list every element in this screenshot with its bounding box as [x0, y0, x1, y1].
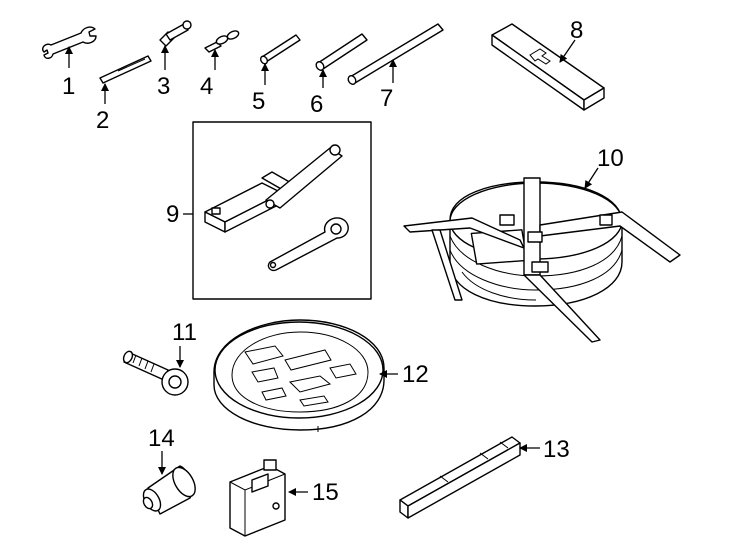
leader-3 — [559, 39, 576, 63]
holder-part-14 — [229, 459, 286, 537]
tool-pouch-part-4 — [399, 436, 521, 519]
callout-7: 1 — [62, 73, 75, 100]
callout-9: 3 — [157, 73, 170, 100]
callout-13: 7 — [380, 85, 393, 112]
callout-10: 4 — [200, 73, 213, 100]
callout-5: 11 — [172, 319, 197, 346]
jack-part-1 — [204, 144, 349, 272]
callout-12: 6 — [310, 91, 323, 118]
wrench-part-7 — [42, 26, 97, 59]
callout-2: 12 — [402, 361, 429, 388]
eye-bolt-part-5 — [122, 350, 189, 396]
jack-kit-box — [192, 121, 372, 300]
rod-part-13 — [347, 23, 444, 85]
callout-8: 2 — [96, 107, 109, 134]
adapter-part-9 — [159, 20, 192, 47]
callout-6: 10 — [597, 145, 624, 172]
callout-15: 14 — [148, 425, 175, 452]
tool-bag-part-3 — [491, 23, 605, 111]
callout-1: 9 — [166, 201, 179, 228]
callout-3: 8 — [570, 17, 583, 44]
callout-14: 15 — [312, 479, 339, 506]
rod-part-12 — [315, 33, 368, 71]
rod-part-11 — [259, 34, 301, 65]
tool-tray-part-2 — [213, 319, 385, 432]
screwdriver-part-8 — [99, 55, 152, 84]
clip-part-10 — [204, 30, 240, 53]
adapter-part-15 — [142, 465, 196, 515]
leader-6 — [584, 167, 599, 189]
callout-4: 13 — [543, 436, 570, 463]
callout-11: 5 — [252, 88, 265, 115]
spare-tire-part-6 — [403, 177, 681, 343]
